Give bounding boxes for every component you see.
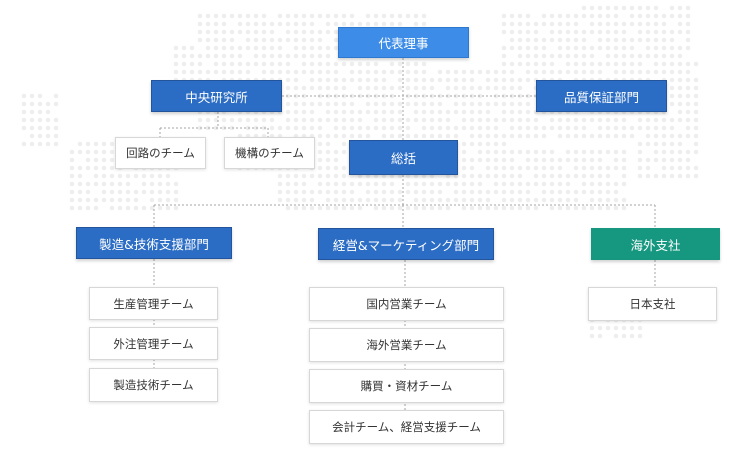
team-manufacturing-engineering: 製造技術チーム xyxy=(89,368,218,402)
team-domestic-sales: 国内営業チーム xyxy=(309,287,504,321)
team-overseas-sales: 海外営業チーム xyxy=(309,328,504,362)
node-manufacturing-tech-dept: 製造&技術支援部門 xyxy=(76,227,232,259)
team-japan-branch: 日本支社 xyxy=(588,287,717,321)
node-general-management: 総括 xyxy=(349,140,458,175)
node-overseas-branch: 海外支社 xyxy=(591,228,720,260)
team-accounting-management-support: 会計チーム、経営支援チーム xyxy=(309,410,504,444)
team-purchasing-materials: 購買・資材チーム xyxy=(309,369,504,403)
node-circuit-team: 回路のチーム xyxy=(115,137,206,169)
node-mechanism-team: 機構のチーム xyxy=(224,137,315,169)
node-quality-assurance-dept: 品質保証部門 xyxy=(536,80,667,112)
team-production-control: 生産管理チーム xyxy=(89,287,218,320)
team-outsourcing-management: 外注管理チーム xyxy=(89,327,218,360)
node-central-research-lab: 中央研究所 xyxy=(151,80,282,112)
node-management-marketing-dept: 経営&マーケティング部門 xyxy=(318,228,494,260)
node-representative-director: 代表理事 xyxy=(338,27,469,58)
